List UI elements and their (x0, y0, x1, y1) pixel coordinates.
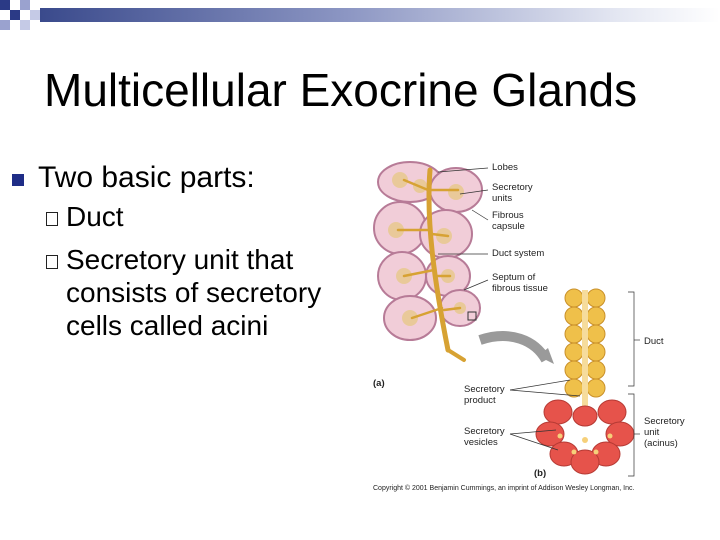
sub-bullet-item: Duct (46, 200, 352, 233)
acinus-cells (535, 399, 635, 475)
hollow-square-bullet-icon (46, 255, 58, 269)
label-septum: Septum of fibrous tissue (492, 272, 548, 294)
label-secretory-unit-acinus: Secretory unit (acinus) (644, 416, 685, 449)
header-square (10, 10, 20, 20)
gland-illustration: Lobes Secretory units Fibrous capsule Du… (360, 150, 705, 500)
header-square (0, 20, 10, 30)
header-gradient-bar (40, 8, 720, 22)
zoom-arrowhead (538, 348, 554, 364)
label-panel-b: (b) (534, 468, 547, 479)
square-bullet-icon (12, 174, 24, 186)
slide-title: Multicellular Exocrine Glands (44, 64, 638, 116)
slide-header-decoration (0, 0, 720, 36)
duct-lumen (582, 290, 588, 410)
label-duct-system: Duct system (492, 248, 545, 259)
label-lobes: Lobes (492, 162, 518, 173)
bullet-item: Two basic parts: (12, 160, 352, 196)
secretory-unit-clusters (388, 172, 466, 326)
inset-marker (467, 311, 477, 321)
leader-lines (437, 167, 489, 291)
sub-bullet-text: Secretory unit that consists of secretor… (66, 244, 322, 341)
label-secretory-vesicles: Secretory vesicles (464, 426, 505, 448)
label-fibrous-capsule: Fibrous capsule (492, 210, 525, 232)
label-secretory-product: Secretory product (464, 384, 505, 406)
bullet-text: Two basic parts: (38, 161, 255, 194)
secretory-vesicles (557, 433, 613, 455)
leader-lines (509, 291, 640, 477)
figure-copyright: Copyright © 2001 Benjamin Cummings, an i… (373, 485, 635, 492)
label-duct: Duct (644, 336, 664, 347)
bullet-list: Two basic parts: Duct Secretory unit tha… (12, 160, 352, 342)
header-square (20, 20, 30, 30)
header-square (30, 10, 40, 20)
zoom-arrow (478, 331, 551, 363)
duct-system (396, 167, 466, 362)
header-square (20, 0, 30, 10)
label-panel-a: (a) (373, 378, 385, 389)
label-secretory-units: Secretory units (492, 182, 533, 204)
header-square (0, 0, 10, 10)
hollow-square-bullet-icon (46, 212, 58, 226)
sub-bullet-text: Duct (66, 201, 124, 232)
gland-drawing (373, 161, 640, 477)
sub-bullet-item: Secretory unit that consists of secretor… (46, 243, 352, 342)
